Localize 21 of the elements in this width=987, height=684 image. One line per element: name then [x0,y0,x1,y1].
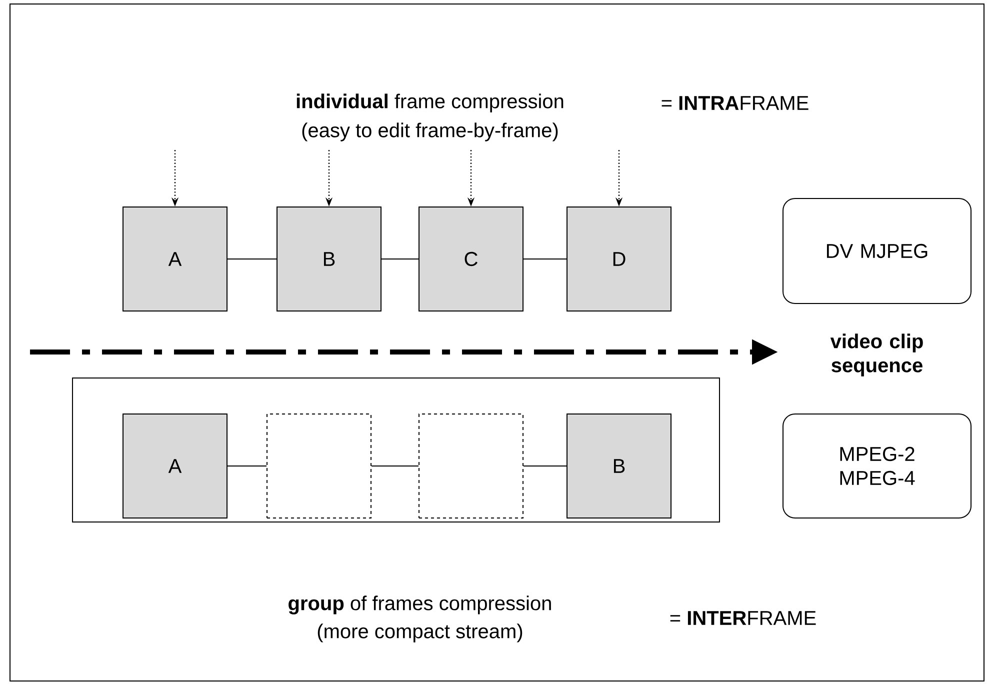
empty-frame-box [418,414,524,518]
group-frame [72,378,720,522]
connector-line [523,258,567,260]
caption-text: video clip sequence [830,334,923,376]
connector-line [227,258,277,260]
frame-box: B [566,414,672,518]
caption-text: = INTERFRAME [670,611,816,625]
frame-box: B [276,206,382,312]
empty-frame-box [266,414,372,518]
frame-box: A [122,206,228,312]
frame-box: C [418,206,524,312]
caption-text: group of frames compression [288,596,551,614]
caption-text: individual frame compression [296,94,564,112]
format-box: MPEG-2 MPEG-4 [782,414,972,518]
connector-line [381,258,419,260]
caption-text: (more compact stream) [318,624,522,642]
frame-box: D [566,206,672,312]
format-box: DV MJPEG [782,198,972,304]
caption-text: = INTRAFRAME [662,96,808,110]
frame-box: A [122,414,228,518]
caption-text: (easy to edit frame-by-frame) [302,122,558,142]
